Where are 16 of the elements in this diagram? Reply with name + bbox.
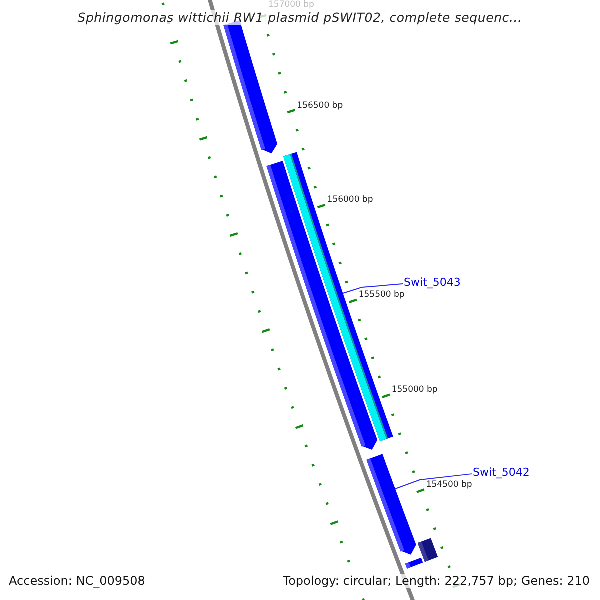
scale-label: 154500 bp bbox=[426, 480, 472, 490]
sequence-info-text: Topology: circular; Length: 222,757 bp; Genes: 210 bbox=[283, 574, 590, 588]
gene-feature bbox=[366, 454, 416, 555]
scale-label: 155000 bp bbox=[392, 385, 438, 396]
scale-label: 155500 bp bbox=[358, 290, 405, 300]
scale-label: 157000 bp bbox=[268, 0, 314, 10]
scale-label: 156000 bp bbox=[327, 195, 374, 206]
accession-text: Accession: NC_009508 bbox=[9, 574, 146, 588]
gene-label: Swit_5042 bbox=[473, 466, 530, 479]
leader-line bbox=[342, 284, 404, 294]
leader-line bbox=[394, 474, 472, 490]
gene-feature bbox=[405, 558, 424, 569]
gene-block bbox=[284, 152, 394, 442]
scale-label: 156500 bp bbox=[297, 100, 344, 111]
gene-label: Swit_5043 bbox=[404, 276, 461, 289]
gene-block bbox=[418, 538, 438, 562]
